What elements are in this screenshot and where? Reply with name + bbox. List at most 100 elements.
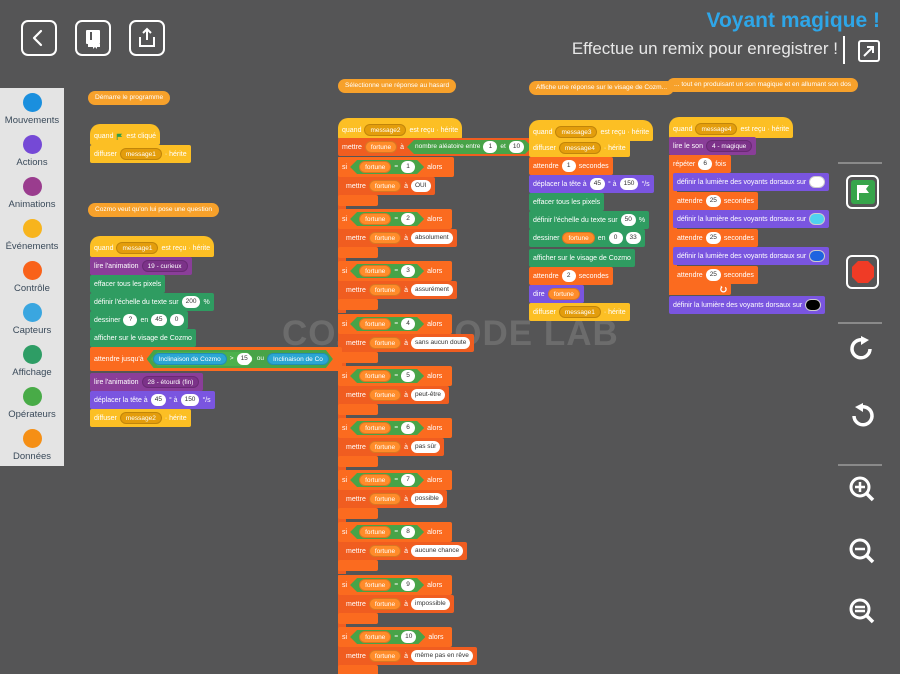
variable-dropdown[interactable]: fortune <box>368 650 402 662</box>
number-input[interactable]: 2 <box>401 213 415 225</box>
color-swatch[interactable] <box>809 213 826 225</box>
variable-reporter[interactable]: fortune <box>359 161 391 173</box>
repeat-block[interactable]: répéter 6 fois <box>669 155 731 173</box>
text-input[interactable]: assurément <box>411 284 453 296</box>
number-input[interactable]: 1 <box>483 141 497 153</box>
number-input[interactable]: 150 <box>180 394 200 406</box>
show-on-face-block[interactable]: afficher sur le visage de Cozmo <box>90 329 196 347</box>
number-input[interactable]: 45 <box>589 178 605 190</box>
set-back-lights-block[interactable]: définir la lumière des voyants dorsaux s… <box>673 210 830 228</box>
number-input[interactable]: 200 <box>181 296 201 308</box>
text-input[interactable]: aucune chance <box>411 545 464 557</box>
variable-dropdown[interactable]: fortune <box>368 441 402 453</box>
set-text-scale-block[interactable]: définir l'échelle du texte sur 200 % <box>90 293 214 311</box>
variable-reporter[interactable]: fortune <box>359 370 391 382</box>
or-operator[interactable]: Inclinaison de Cozmo > 15 ou Inclinaison… <box>147 350 333 368</box>
save-project-button[interactable] <box>75 20 111 56</box>
broadcast-block[interactable]: diffuser message1 · hérite <box>90 145 191 163</box>
text-input[interactable]: peut-être <box>411 389 446 401</box>
number-input[interactable]: 6 <box>698 158 713 170</box>
show-on-face-block[interactable]: afficher sur le visage de Cozmo <box>529 249 635 267</box>
variable-dropdown[interactable]: fortune <box>368 180 402 192</box>
color-swatch[interactable] <box>805 299 822 311</box>
text-input[interactable]: OUI <box>411 180 431 192</box>
undo-button[interactable] <box>848 403 876 434</box>
back-button[interactable] <box>21 20 57 56</box>
variable-reporter[interactable]: fortune <box>359 318 391 330</box>
equals-operator[interactable]: fortune=7 <box>350 473 424 487</box>
broadcast-block[interactable]: diffuser message1 · hérite <box>529 303 630 321</box>
number-input[interactable]: 45 <box>150 394 166 406</box>
equals-operator[interactable]: fortune=4 <box>350 317 424 331</box>
message-dropdown[interactable]: message2 <box>119 412 162 424</box>
number-input[interactable]: 2 <box>561 270 576 282</box>
variable-reporter[interactable]: fortune <box>359 265 391 277</box>
share-button[interactable] <box>129 20 165 56</box>
text-input[interactable]: pas sûr <box>411 441 441 453</box>
wait-until-block[interactable]: attendre jusqu'à Inclinaison de Cozmo > … <box>90 347 342 371</box>
move-head-block[interactable]: déplacer la tête à 45 ° à 150 °/s <box>529 175 654 193</box>
set-variable-block[interactable]: mettre fortune à nombre aléatoire entre … <box>338 138 537 156</box>
text-input[interactable]: possible <box>411 493 443 505</box>
clear-pixels-block[interactable]: effacer tous les pixels <box>529 193 605 211</box>
animation-dropdown[interactable]: 19 - curieux <box>141 260 188 272</box>
equals-operator[interactable]: fortune=8 <box>350 525 424 539</box>
category-actions[interactable]: Actions <box>0 130 64 172</box>
number-input[interactable]: 1 <box>561 160 576 172</box>
equals-operator[interactable]: fortune=9 <box>350 578 424 592</box>
message-dropdown[interactable]: message4 <box>695 123 738 135</box>
number-input[interactable]: 25 <box>705 195 721 207</box>
category-events[interactable]: Événements <box>0 214 64 256</box>
variable-reporter[interactable]: fortune <box>359 579 391 591</box>
variable-dropdown[interactable]: fortune <box>368 598 402 610</box>
color-swatch[interactable] <box>809 250 826 262</box>
number-input[interactable]: 50 <box>620 214 636 226</box>
variable-dropdown[interactable]: fortune <box>368 493 402 505</box>
color-swatch[interactable] <box>809 176 826 188</box>
broadcast-block[interactable]: diffuser message4 · hérite <box>529 139 630 157</box>
category-animations[interactable]: Animations <box>0 172 64 214</box>
category-movement[interactable]: Mouvements <box>0 88 64 130</box>
number-input[interactable]: 6 <box>401 422 415 434</box>
redo-button[interactable] <box>848 336 876 367</box>
number-input[interactable]: 0 <box>608 232 623 244</box>
category-data[interactable]: Données <box>0 424 64 466</box>
text-input[interactable]: sans aucun doute <box>411 337 471 349</box>
equals-operator[interactable]: fortune=1 <box>350 160 424 174</box>
equals-operator[interactable]: fortune=5 <box>350 369 424 383</box>
message-dropdown[interactable]: message4 <box>558 142 601 154</box>
clear-pixels-block[interactable]: effacer tous les pixels <box>90 275 166 293</box>
number-input[interactable]: 150 <box>619 178 639 190</box>
broadcast-block[interactable]: diffuser message2 · hérite <box>90 409 191 427</box>
move-head-block[interactable]: déplacer la tête à 45 ° à 150 °/s <box>90 391 215 409</box>
number-input[interactable]: 5 <box>401 370 415 382</box>
set-back-lights-block[interactable]: définir la lumière des voyants dorsaux s… <box>673 173 830 191</box>
category-operators[interactable]: Opérateurs <box>0 382 64 424</box>
set-back-lights-block[interactable]: définir la lumière des voyants dorsaux s… <box>669 296 826 314</box>
number-input[interactable]: 3 <box>401 265 415 277</box>
set-back-lights-block[interactable]: définir la lumière des voyants dorsaux s… <box>673 247 830 265</box>
remix-icon[interactable] <box>857 39 881 63</box>
text-input[interactable]: ? <box>123 314 138 326</box>
random-operator[interactable]: nombre aléatoire entre 1 et 10 <box>407 140 532 154</box>
variable-reporter[interactable]: fortune <box>359 474 391 486</box>
set-text-scale-block[interactable]: définir l'échelle du texte sur 50 % <box>529 211 650 229</box>
wait-seconds-block[interactable]: attendre 1 secondes <box>529 157 613 175</box>
variable-dropdown[interactable]: fortune <box>368 284 402 296</box>
number-input[interactable]: 25 <box>705 232 721 244</box>
